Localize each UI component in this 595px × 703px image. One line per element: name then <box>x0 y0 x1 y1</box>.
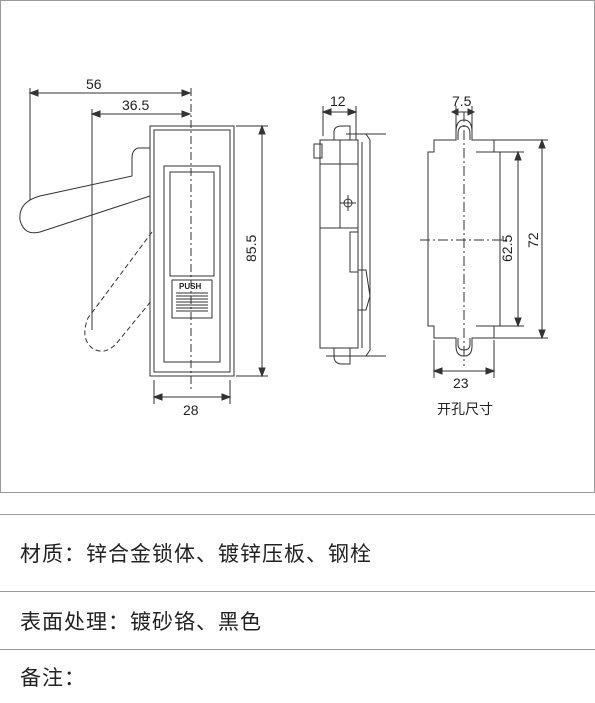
dim-arrows-12 <box>321 108 358 116</box>
technical-drawing: 56 36.5 PUSH <box>0 0 595 493</box>
dim-85-5: 85.5 <box>243 235 259 262</box>
push-hatch <box>176 292 208 312</box>
spec-row-notes: 备注： <box>0 650 595 703</box>
dim-arrows-36-5 <box>90 110 192 118</box>
body-bezel <box>153 129 231 373</box>
dim-56: 56 <box>86 76 102 92</box>
spec-row-material: 材质：锌合金锁体、镀锌压板、钢栓 <box>0 514 595 592</box>
spec-notes: 备注： <box>20 665 86 690</box>
dim-36-5: 36.5 <box>122 97 149 113</box>
dim-62-5: 62.5 <box>499 235 515 262</box>
dim-72: 72 <box>525 232 541 248</box>
spec-material: 材质：锌合金锁体、镀锌压板、钢栓 <box>20 542 372 566</box>
dim-arrows-7-5 <box>450 108 476 116</box>
dim-arrows-23 <box>432 367 496 375</box>
cutout-view: 7.5 62.5 72 23 <box>420 93 548 418</box>
dim-arrows-72 <box>538 138 546 340</box>
dim-28: 28 <box>183 402 199 418</box>
dim-12: 12 <box>330 93 346 109</box>
dim-arrows-85-5 <box>258 124 266 378</box>
dim-23: 23 <box>453 375 469 391</box>
body-recess <box>163 165 221 363</box>
push-label: PUSH <box>179 282 201 291</box>
spec-row-finish: 表面处理：镀砂铬、黑色 <box>0 592 595 650</box>
lever-slot <box>169 171 215 277</box>
side-top-pin <box>333 125 351 140</box>
side-handle-profile <box>358 269 371 311</box>
side-clip <box>313 143 323 159</box>
handle-swing-dashed <box>84 231 153 352</box>
dim-arrows-28 <box>152 393 232 401</box>
dim-7-5: 7.5 <box>452 93 472 109</box>
side-bezel <box>358 133 371 357</box>
dim-arrows-62-5 <box>514 150 522 328</box>
side-view: 12 <box>313 93 386 365</box>
push-button <box>171 279 213 319</box>
dim-arrows-56 <box>28 89 192 97</box>
front-view: 56 36.5 PUSH <box>19 76 268 418</box>
side-latch <box>349 231 359 273</box>
side-body <box>319 139 359 349</box>
handle-open <box>19 147 151 234</box>
body-outer <box>149 125 235 377</box>
spec-finish: 表面处理：镀砂铬、黑色 <box>20 609 262 634</box>
cutout-caption: 开孔尺寸 <box>437 402 493 418</box>
